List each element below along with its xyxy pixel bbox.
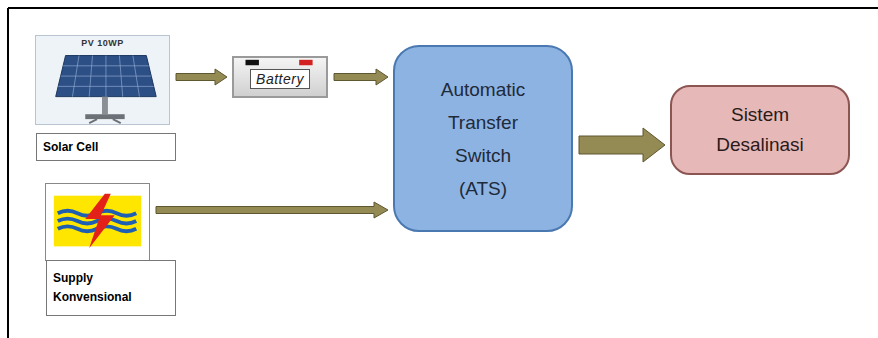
frame-line <box>7 8 9 338</box>
pln-logo <box>46 184 149 260</box>
block-arrow <box>156 202 388 218</box>
node-label: Solar Cell <box>36 133 176 161</box>
block-arrow <box>579 128 665 162</box>
ats-box: Automatic Transfer Switch (ATS) <box>393 45 573 232</box>
frame-line <box>8 7 878 9</box>
node-label: Automatic Transfer Switch (ATS) <box>431 73 535 205</box>
desalination-box: Sistem Desalinasi <box>670 85 850 175</box>
node-label: Supply Konvensional <box>46 260 176 316</box>
supply-box: Supply Konvensional <box>45 183 150 261</box>
solar-panel-box: PV 10WPSolar Cell <box>35 35 170 125</box>
block-arrow <box>334 69 388 85</box>
node-label: Battery <box>250 69 310 89</box>
block-arrow <box>176 69 227 85</box>
node-label: Sistem Desalinasi <box>712 100 808 160</box>
solar-panel-illustration <box>36 36 169 124</box>
battery-box: Battery <box>232 56 328 98</box>
node-label: PV 10WP <box>36 36 169 48</box>
